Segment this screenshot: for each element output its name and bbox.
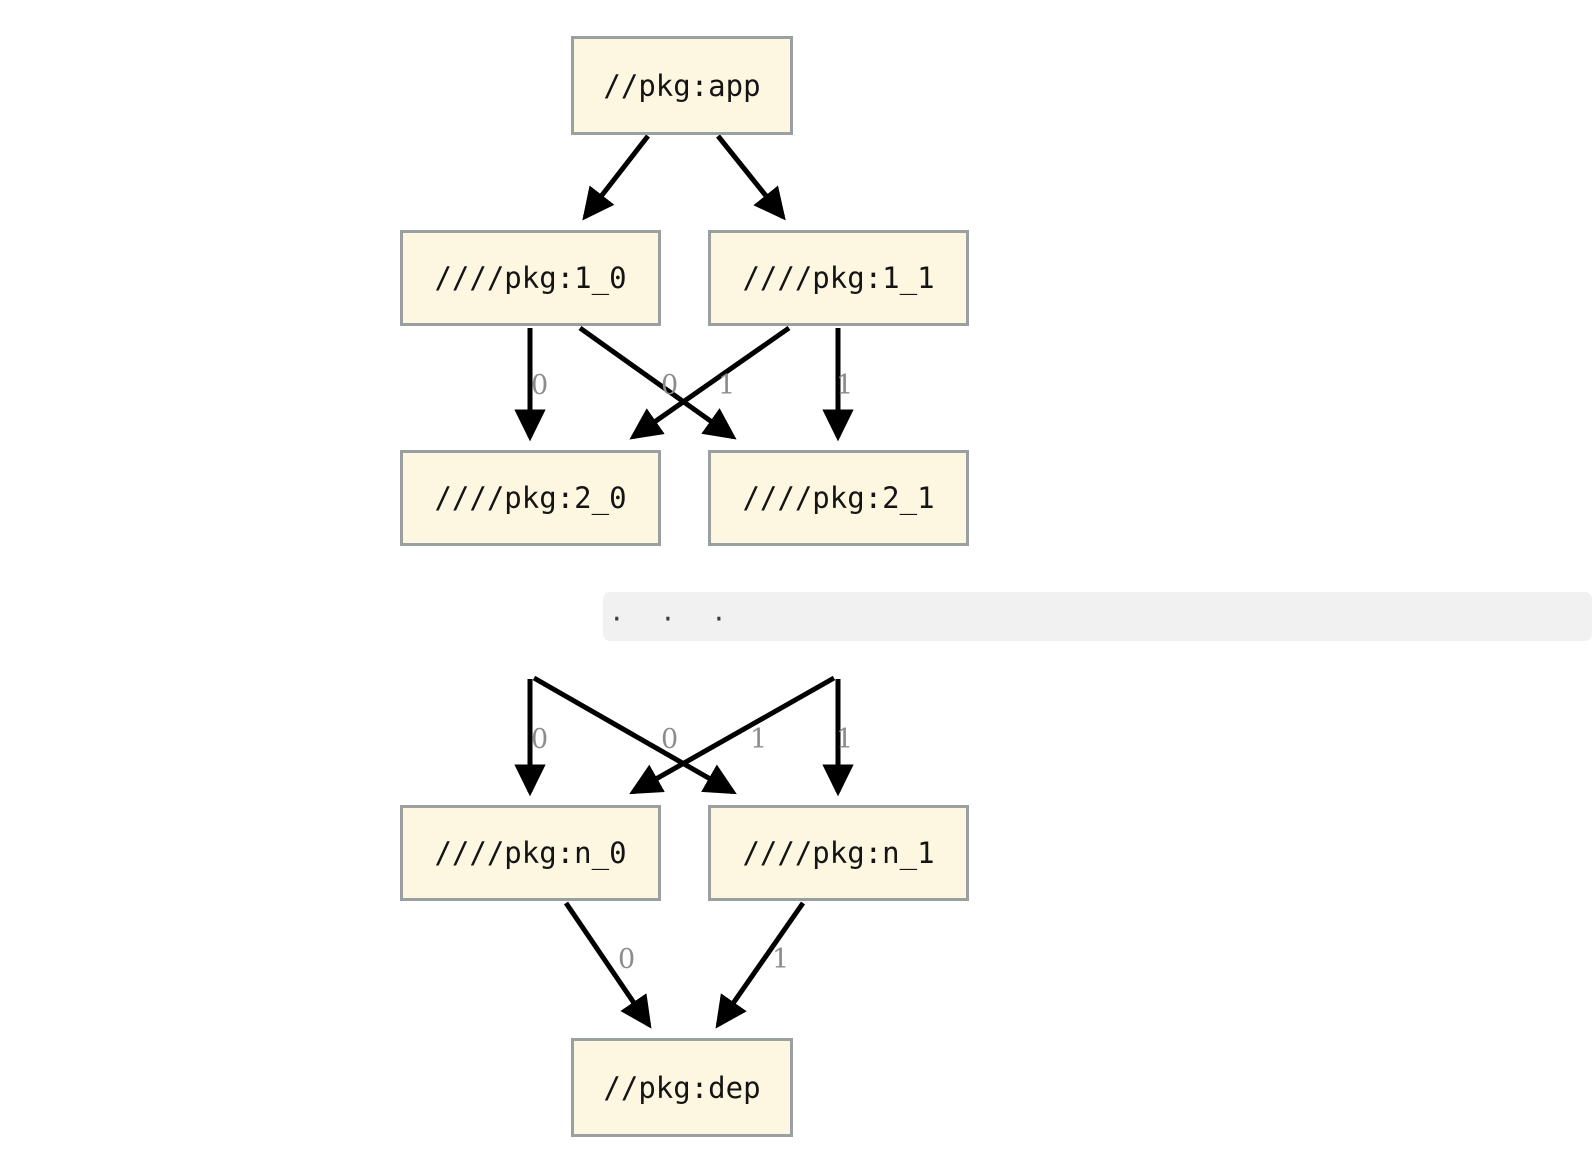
edge-label-above-b-n_1: 1 <box>836 724 854 755</box>
node-dep-label: //pkg:dep <box>603 1070 761 1105</box>
node-dep[interactable]: //pkg:dep <box>571 1038 793 1137</box>
node-pkg-1_0-label: ////pkg:1_0 <box>434 261 627 295</box>
node-pkg-n_1[interactable]: ////pkg:n_1 <box>708 805 969 901</box>
node-app-label: //pkg:app <box>603 68 761 103</box>
node-pkg-2_0-label: ////pkg:2_0 <box>434 481 627 515</box>
edge-app-to-1_1 <box>716 134 786 221</box>
node-pkg-2_1[interactable]: ////pkg:2_1 <box>708 450 969 546</box>
node-pkg-n_0-label: ////pkg:n_0 <box>434 836 627 870</box>
edge-label-above-n_1: 0 <box>661 724 679 755</box>
edge-app-to-1_0 <box>582 134 650 221</box>
node-app[interactable]: //pkg:app <box>571 36 793 135</box>
node-pkg-1_1-label: ////pkg:1_1 <box>742 261 935 295</box>
edge-1_1-to-2_0 <box>629 325 791 440</box>
node-pkg-n_0[interactable]: ////pkg:n_0 <box>400 805 661 901</box>
edge-label-n_0-dep: 0 <box>618 944 636 975</box>
node-pkg-n_1-label: ////pkg:n_1 <box>742 836 935 870</box>
edge-label-above-b-n_0: 1 <box>750 724 768 755</box>
edge-above-b-to-n_0 <box>629 675 836 795</box>
edge-1_0-to-2_1 <box>578 325 737 440</box>
node-pkg-1_0[interactable]: ////pkg:1_0 <box>400 230 661 326</box>
edge-label-1_1-2_0: 1 <box>718 370 736 401</box>
edge-n_0-to-dep <box>563 901 652 1029</box>
edge-label-above-n_0: 0 <box>531 724 549 755</box>
node-pkg-2_1-label: ////pkg:2_1 <box>742 481 935 515</box>
ellipsis-band: · · · <box>603 592 1592 641</box>
node-pkg-1_1[interactable]: ////pkg:1_1 <box>708 230 969 326</box>
node-pkg-2_0[interactable]: ////pkg:2_0 <box>400 450 661 546</box>
edge-label-1_0-2_1: 0 <box>661 370 679 401</box>
edge-label-n_1-dep: 1 <box>772 944 790 975</box>
edge-n_1-to-dep <box>715 901 806 1029</box>
edge-label-1_1-2_1: 1 <box>836 370 854 401</box>
edge-label-1_0-2_0: 0 <box>531 370 549 401</box>
edge-above-to-n_1 <box>532 675 737 795</box>
ellipsis-dots: · · · <box>612 602 740 637</box>
